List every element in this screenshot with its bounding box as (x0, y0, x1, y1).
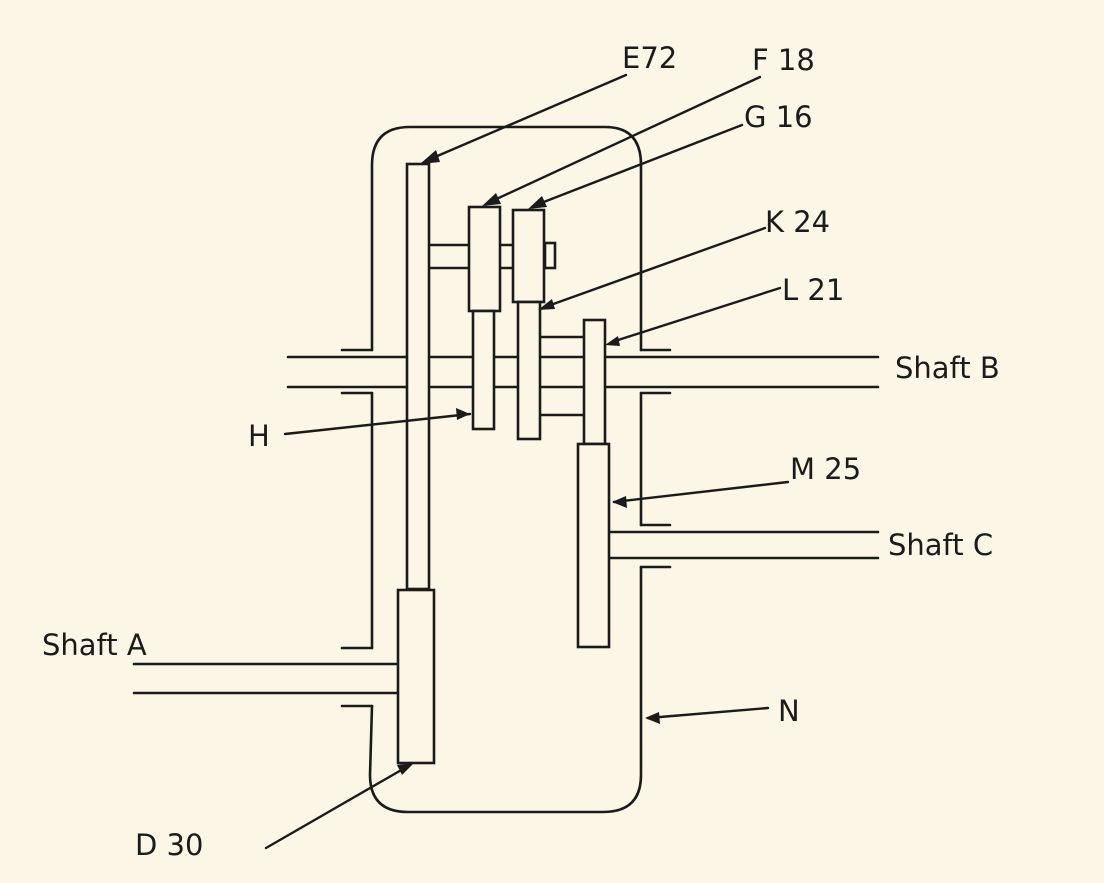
leader-l21 (605, 286, 782, 346)
gear-m25 (576, 442, 611, 649)
label-shaft-c: Shaft C (888, 528, 993, 562)
label-l21: L 21 (782, 273, 844, 307)
flange-c-right (639, 523, 672, 569)
label-m25: M 25 (790, 452, 861, 486)
label-e72: E72 (622, 41, 677, 75)
leader-g16 (528, 123, 744, 209)
leader-e72 (420, 73, 628, 164)
key-collar (543, 241, 557, 270)
leader-k24 (538, 226, 767, 310)
spacer-bl (539, 335, 586, 417)
gearbox-housing-left-base (368, 565, 643, 814)
leader-f18 (482, 75, 762, 206)
label-n: N (778, 694, 800, 728)
label-shaft-b: Shaft B (895, 351, 1000, 385)
gear-h (471, 309, 496, 431)
label-f18: F 18 (752, 43, 815, 77)
gear-l21 (582, 318, 607, 446)
shaft-a (132, 662, 402, 695)
gear-g16 (511, 208, 546, 304)
gear-d30 (396, 588, 436, 765)
flange-b-right (639, 348, 672, 395)
flange-b-left (340, 348, 374, 395)
gear-k24 (516, 300, 542, 441)
leader-m25 (612, 480, 790, 508)
flange-a-left (340, 646, 374, 708)
shaft-c (608, 530, 880, 560)
leader-d30 (264, 763, 414, 850)
label-d30: D 30 (135, 828, 203, 862)
gear-e72 (405, 162, 431, 591)
label-k24: K 24 (765, 205, 830, 239)
label-g16: G 16 (744, 100, 813, 134)
leader-n (645, 706, 770, 724)
leader-h (283, 408, 472, 436)
label-h: H (248, 419, 270, 453)
gear-f18 (467, 205, 502, 313)
label-shaft-a: Shaft A (42, 628, 147, 662)
